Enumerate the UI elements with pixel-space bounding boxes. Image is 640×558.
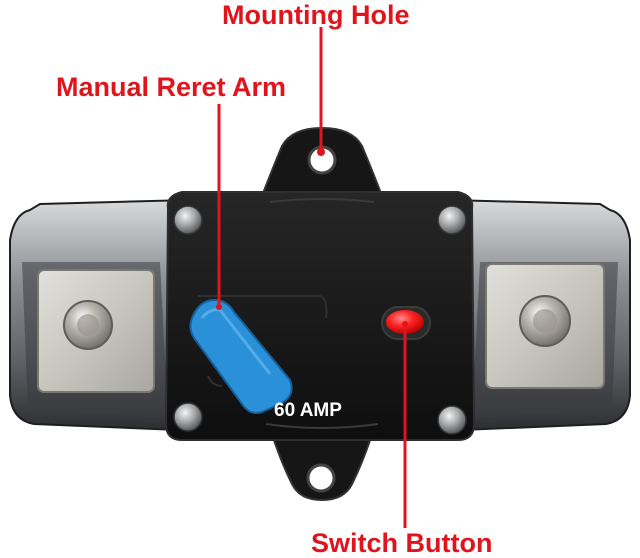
- right-terminal: [448, 198, 631, 432]
- bottom-mounting-hole-icon: [306, 463, 336, 493]
- mounting-hole-label: Mounting Hole: [222, 0, 410, 30]
- amp-rating-text: 60 AMP: [274, 400, 342, 421]
- screw-icon: [173, 205, 203, 235]
- callout-lines: [216, 27, 408, 528]
- switch-button-label: Switch Button: [311, 528, 493, 558]
- manual-reset-arm-label: Manual Reret Arm: [56, 72, 287, 102]
- corner-screws: [173, 205, 467, 435]
- manual-reset-arm[interactable]: [189, 298, 293, 414]
- screw-icon: [437, 405, 467, 435]
- left-terminal: [9, 198, 192, 432]
- screw-icon: [437, 205, 467, 235]
- screw-icon: [173, 402, 203, 432]
